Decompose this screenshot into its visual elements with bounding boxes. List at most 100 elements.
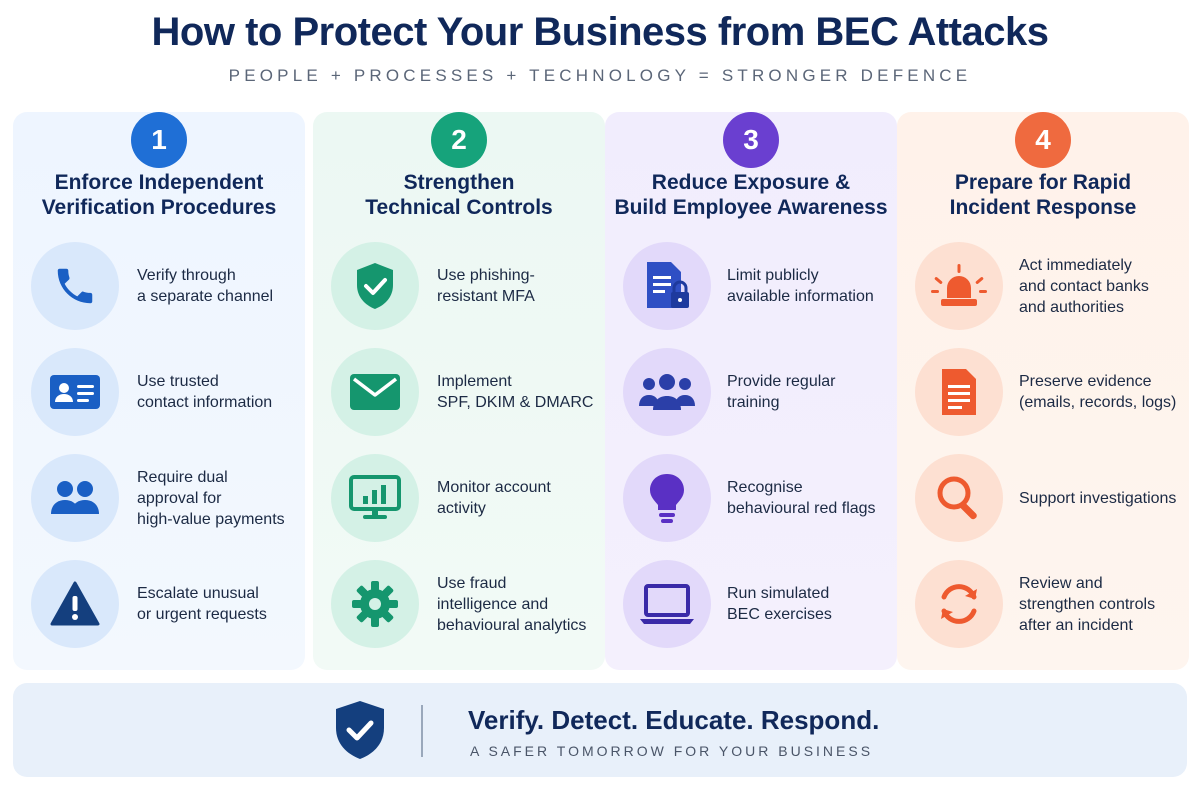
item-line: SPF, DKIM & DMARC [437,394,594,411]
footer-banner: Verify. Detect. Educate. Respond. A SAFE… [13,683,1187,777]
item-text: Review and strengthen controls after an … [1019,560,1179,648]
document-lock-icon [623,242,711,330]
list-item: Limit publicly available information [605,242,897,334]
item-line: contact information [137,394,273,411]
item-text: Verify through a separate channel [137,242,297,330]
item-line: Review and [1019,574,1103,592]
item-line: Monitor account [437,479,551,496]
item-text: Use fraud intelligence and behavioural a… [437,560,597,648]
item-line: Recognise [727,479,803,496]
lightbulb-icon [623,454,711,542]
item-text: Preserve evidence (emails, records, logs… [1019,348,1179,436]
shield-check-icon [333,699,387,766]
item-line: Limit publicly [727,267,819,284]
item-line: training [727,394,780,411]
item-text: Recognise behavioural red flags [727,454,887,542]
item-line: Use trusted [137,373,219,390]
step-number-badge: 4 [1015,112,1071,168]
item-line: activity [437,500,486,517]
column-verification: 1 Enforce Independent Verification Proce… [13,112,305,670]
item-text: Limit publicly available information [727,242,887,330]
item-line: Provide regular [727,373,836,390]
column-technical-controls: 2 Strengthen Technical Controls Use phis… [313,112,605,670]
list-item: Require dual approval for high-value pay… [13,454,305,546]
item-line: Support investigations [1019,489,1177,507]
list-item: Escalate unusual or urgent requests [13,560,305,652]
column-title-line: Enforce Independent [54,171,264,194]
item-line: approval for [137,489,222,507]
refresh-icon [915,560,1003,648]
column-title-line: Build Employee Awareness [614,196,888,219]
column-title-line: Technical Controls [365,196,553,219]
page-subtitle: PEOPLE + PROCESSES + TECHNOLOGY = STRONG… [228,66,972,85]
gear-icon [331,560,419,648]
column-title: Reduce Exposure & Build Employee Awarene… [605,170,897,220]
phone-icon [31,242,119,330]
item-text: Run simulated BEC exercises [727,560,887,648]
item-text: Support investigations [1019,454,1179,542]
item-text: Provide regular training [727,348,887,436]
alarm-icon [915,242,1003,330]
item-line: Require dual [137,468,228,486]
item-line: Act immediately [1019,256,1132,274]
column-title-line: Verification Procedures [41,196,277,219]
item-line: or urgent requests [137,606,267,623]
monitor-chart-icon [331,454,419,542]
item-line: strengthen controls [1019,595,1156,613]
list-item: Verify through a separate channel [13,242,305,334]
two-people-icon [31,454,119,542]
item-line: and contact banks [1019,277,1149,295]
item-line: a separate channel [137,288,274,305]
column-title: Prepare for Rapid Incident Response [897,170,1189,220]
column-title-line: Prepare for Rapid [954,171,1132,194]
list-item: Monitor account activity [313,454,605,546]
list-item: Run simulated BEC exercises [605,560,897,652]
step-number-badge: 3 [723,112,779,168]
step-number-badge: 2 [431,112,487,168]
list-item: Provide regular training [605,348,897,440]
column-title-line: Incident Response [949,196,1137,219]
item-line: Verify through [137,267,236,284]
item-line: behavioural analytics [437,616,587,634]
group-icon [623,348,711,436]
item-text: Require dual approval for high-value pay… [137,454,297,542]
item-line: Use phishing- [437,267,535,284]
list-item: Implement SPF, DKIM & DMARC [313,348,605,440]
item-line: and authorities [1019,298,1124,316]
column-incident-response: 4 Prepare for Rapid Incident Response Ac… [897,112,1189,670]
item-line: available information [727,288,874,305]
step-number-badge: 1 [131,112,187,168]
item-line: intelligence and [437,595,549,613]
list-item: Use phishing- resistant MFA [313,242,605,334]
envelope-icon [331,348,419,436]
item-text: Use phishing- resistant MFA [437,242,597,330]
item-line: Escalate unusual [137,585,259,602]
item-text: Implement SPF, DKIM & DMARC [437,348,597,436]
list-item: Recognise behavioural red flags [605,454,897,546]
document-icon [915,348,1003,436]
item-line: (emails, records, logs) [1019,394,1177,411]
column-awareness: 3 Reduce Exposure & Build Employee Aware… [605,112,897,670]
list-item: Support investigations [897,454,1189,546]
footer-tagline: Verify. Detect. Educate. Respond. [468,705,880,735]
list-item: Act immediately and contact banks and au… [897,242,1189,334]
contact-card-icon [31,348,119,436]
item-text: Escalate unusual or urgent requests [137,560,297,648]
item-line: BEC exercises [727,606,832,623]
item-line: behavioural red flags [727,500,876,517]
item-line: resistant MFA [437,288,535,305]
page-title: How to Protect Your Business from BEC At… [151,10,1049,54]
magnifier-icon [915,454,1003,542]
laptop-icon [623,560,711,648]
item-line: after an incident [1019,616,1133,634]
column-title-line: Strengthen [403,171,515,194]
item-line: Preserve evidence [1019,373,1152,390]
item-text: Act immediately and contact banks and au… [1019,242,1179,330]
item-text: Monitor account activity [437,454,597,542]
column-title: Strengthen Technical Controls [313,170,605,220]
column-title: Enforce Independent Verification Procedu… [13,170,305,220]
item-text: Use trusted contact information [137,348,297,436]
list-item: Review and strengthen controls after an … [897,560,1189,652]
item-line: high-value payments [137,510,285,528]
item-line: Run simulated [727,585,830,602]
